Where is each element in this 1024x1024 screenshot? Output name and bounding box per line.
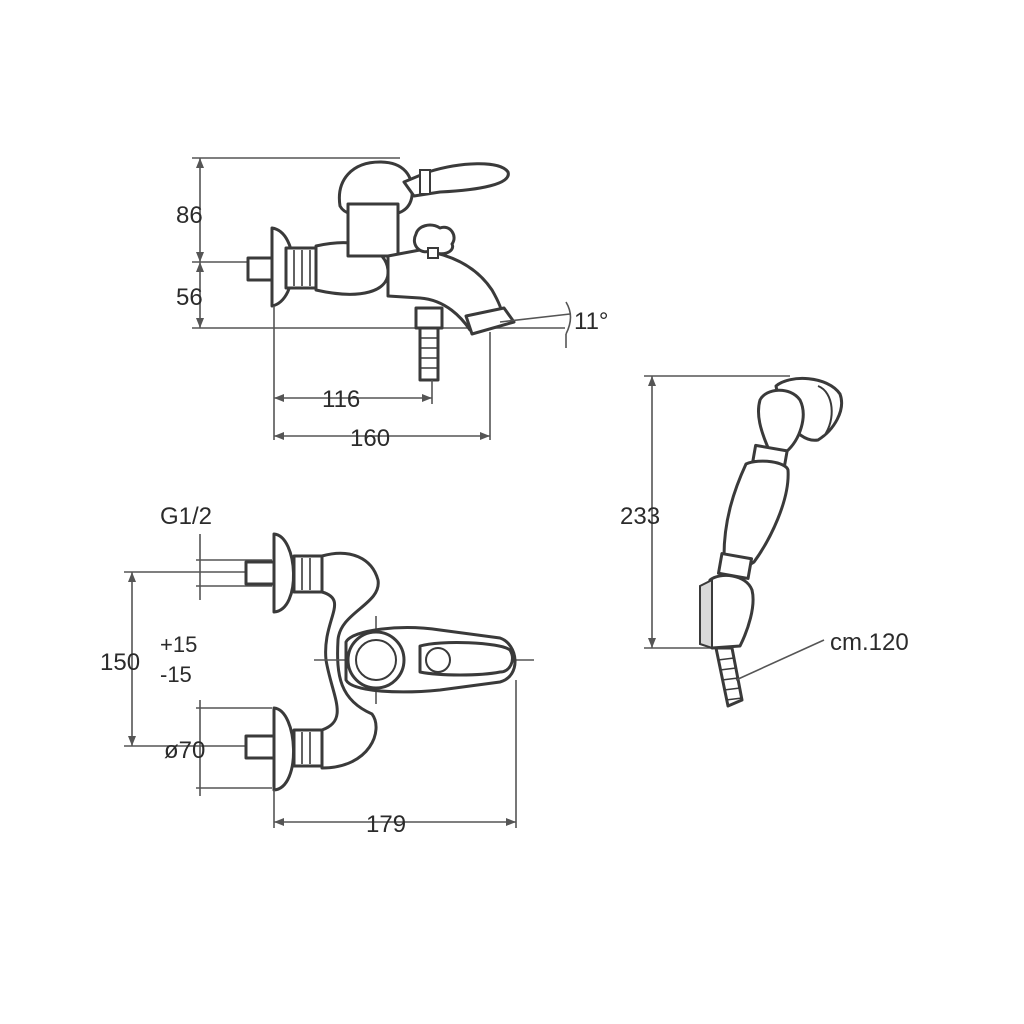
hose-length-label: cm.120 [830,629,909,656]
hand-shower-view [644,375,843,708]
diameter-70-label: ø70 [164,737,205,764]
tolerance-minus-label: -15 [160,662,192,687]
dim-179-label: 179 [366,811,406,838]
dim-116-label: 116 [322,386,360,413]
tolerance-plus-label: +15 [160,632,197,657]
dim-56-label: 56 [176,284,203,311]
thread-label: G1/2 [160,503,212,530]
angle-11-label: 11° [574,308,609,335]
dim-160-label: 160 [350,425,390,452]
side-view [192,157,572,440]
front-view [124,532,534,828]
dim-86-label: 86 [176,202,203,229]
dim-150-label: 150 [100,649,140,676]
dim-233-label: 233 [620,503,660,530]
